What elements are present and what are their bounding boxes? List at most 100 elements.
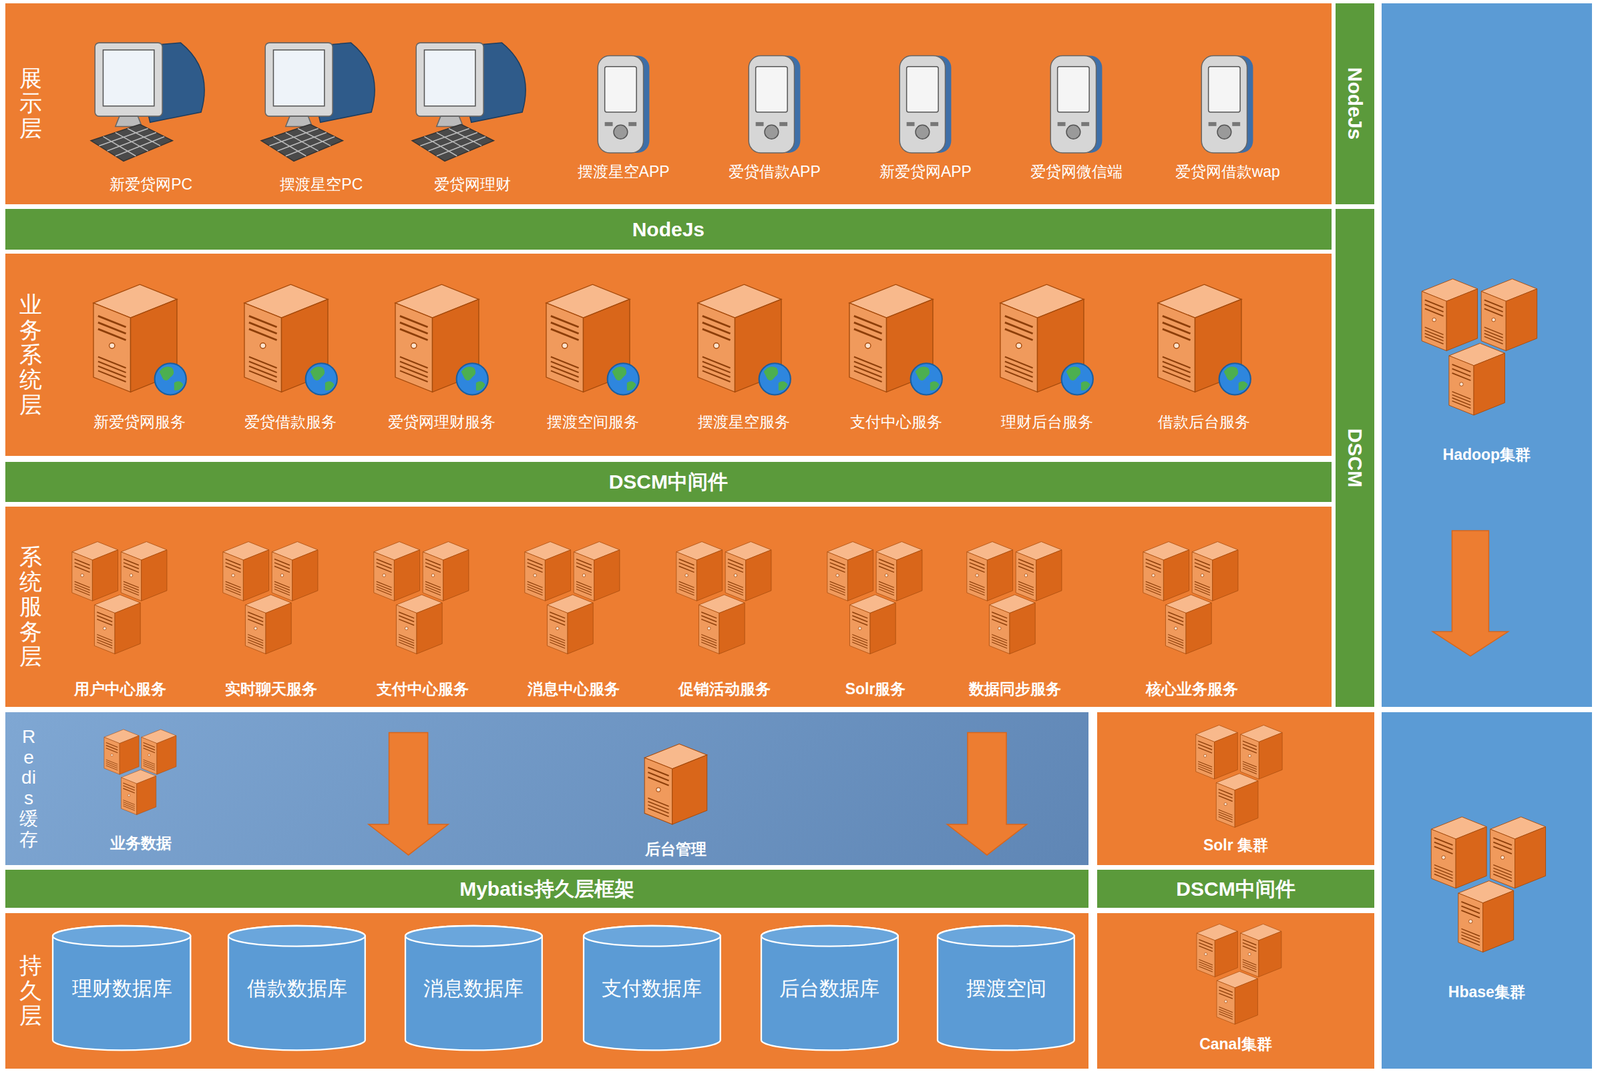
phone-icon [894, 52, 957, 157]
web-server-icon [693, 278, 796, 403]
web-server-icon [1153, 278, 1256, 403]
node-label: 后台管理 [645, 840, 707, 860]
business-service: 新爱贷网服务 [63, 270, 217, 445]
cluster-panel: Canal集群 [1097, 913, 1375, 1070]
node-label: Hadoop集群 [1443, 446, 1532, 465]
node-label: Mybatis持久层框架 [459, 877, 635, 902]
server-cluster-icon [522, 540, 625, 656]
business-service: 借款后台服务 [1127, 270, 1281, 445]
node-label: NodeJs [632, 217, 705, 242]
node-label: 消息数据库 [423, 976, 524, 1002]
layer-label: 系统服务层 [19, 544, 43, 670]
node-label: 摆渡星空PC [279, 175, 363, 195]
node-label: 借款数据库 [247, 976, 348, 1002]
system-service: 数据同步服务 [945, 535, 1085, 704]
down-arrow [946, 732, 1027, 855]
node-label: 摆渡空间 [966, 976, 1047, 1002]
layer-label: 持久层 [19, 953, 43, 1029]
server-cluster-icon [1140, 540, 1243, 656]
phone-icon [1045, 52, 1108, 157]
server-cluster-icon [69, 540, 172, 656]
layer-band: 业务系统层新爱贷网服务 爱贷借款服务 爱贷网理财服务 摆渡空间服务 摆渡星空服务 支付中心… [5, 253, 1332, 457]
server-cluster-icon [220, 540, 323, 656]
node-label: 爱贷网理财 [434, 175, 511, 195]
layer-label: 业务系统层 [19, 292, 43, 418]
down-arrow [368, 732, 449, 855]
cache-data-cluster: 业务数据 [79, 722, 202, 861]
business-service: 摆渡空间服务 [516, 270, 670, 445]
server-cluster-icon [1418, 277, 1543, 417]
mobile-client: 摆渡星空APP [546, 20, 700, 199]
business-service: 爱贷借款服务 [214, 270, 368, 445]
framework-bar: DSCM中间件 [5, 462, 1332, 503]
phone-icon [743, 52, 806, 157]
system-service: 支付中心服务 [353, 535, 493, 704]
node-label: 爱贷借款APP [728, 162, 821, 182]
system-service: 用户中心服务 [50, 535, 190, 704]
mobile-client: 爱贷网微信端 [999, 20, 1153, 199]
server-cluster-icon [824, 540, 927, 656]
server-cluster-icon [371, 540, 474, 656]
database-cylinder: 摆渡空间 [937, 926, 1075, 1051]
computer-icon [257, 38, 385, 167]
pc-client: 爱贷网理财 [395, 20, 549, 199]
node-label: 支付中心服务 [850, 413, 943, 433]
big-data-panel: Hbase集群 [1381, 712, 1592, 1070]
node-label: 新爱贷网APP [879, 162, 972, 182]
node-label: 业务数据 [110, 834, 172, 854]
vertical-bar: DSCM [1335, 209, 1375, 708]
computer-icon [86, 38, 215, 167]
node-label: 数据同步服务 [968, 680, 1062, 700]
database-cylinder: 借款数据库 [228, 926, 366, 1051]
node-label: 用户中心服务 [74, 680, 167, 700]
node-label: 消息中心服务 [527, 680, 620, 700]
down-arrow [1432, 530, 1508, 657]
database-cylinder: 理财数据库 [52, 926, 191, 1051]
system-service: 消息中心服务 [504, 535, 644, 704]
server-cluster-icon [673, 540, 776, 656]
node-label: 新爱贷网服务 [93, 413, 186, 433]
node-label: 爱贷网微信端 [1030, 162, 1123, 182]
node-label: 促销活动服务 [678, 680, 771, 700]
node-label: Solr 集群 [1203, 836, 1269, 856]
node-label: DSCM中间件 [1175, 877, 1295, 902]
node-label: 理财数据库 [72, 976, 173, 1002]
computer-icon [408, 38, 536, 167]
server-icon [641, 740, 711, 829]
mobile-client: 爱贷借款APP [697, 20, 851, 199]
node-label: DSCM中间件 [609, 470, 728, 495]
web-server-icon [88, 278, 191, 403]
node-label: 爱贷网理财服务 [387, 413, 496, 433]
node-label: DSCM [1342, 428, 1367, 488]
cache-layer-band: Redis缓存业务数据后台管理 [5, 712, 1090, 866]
web-server-icon [239, 278, 342, 403]
admin-server: 后台管理 [612, 734, 739, 863]
node-label: 爱贷借款服务 [244, 413, 337, 433]
server-cluster-icon [1191, 724, 1289, 829]
database-cylinder: 后台数据库 [761, 926, 899, 1051]
database-cylinder: 支付数据库 [583, 926, 721, 1051]
framework-bar: NodeJs [5, 209, 1332, 250]
web-server-icon [390, 278, 493, 403]
mobile-client: 爱贷网借款wap [1151, 20, 1305, 199]
business-service: 爱贷网理财服务 [365, 270, 519, 445]
server-cluster-icon [102, 728, 180, 817]
phone-icon [1196, 52, 1259, 157]
framework-bar: Mybatis持久层框架 [5, 870, 1090, 909]
layer-band: 持久层 理财数据库 借款数据库 消息数据库 支付数据库 后台数据库 摆渡空间 [5, 913, 1090, 1070]
web-server-icon [844, 278, 947, 403]
node-label: 摆渡星空APP [577, 162, 670, 182]
node-label: 理财后台服务 [1001, 413, 1094, 433]
business-service: 摆渡星空服务 [667, 270, 821, 445]
node-label: 借款后台服务 [1157, 413, 1251, 433]
server-cluster-icon [1191, 923, 1289, 1026]
business-service: 支付中心服务 [819, 270, 973, 445]
system-service: 实时聊天服务 [202, 535, 342, 704]
node-label: 摆渡空间服务 [546, 413, 640, 433]
node-label: 摆渡星空服务 [697, 413, 790, 433]
vertical-bar: NodeJs [1335, 3, 1375, 205]
node-label: 后台数据库 [779, 976, 880, 1002]
web-server-icon [995, 278, 1098, 403]
system-service: 核心业务服务 [1122, 535, 1262, 704]
